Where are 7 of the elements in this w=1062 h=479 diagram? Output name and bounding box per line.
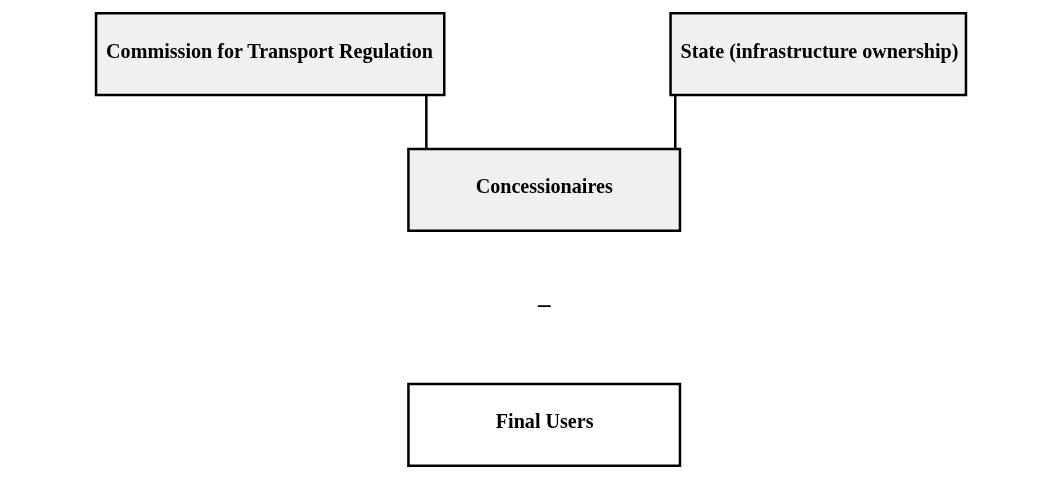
node-box: Final Users xyxy=(407,382,682,468)
connector xyxy=(674,95,677,149)
connector xyxy=(425,95,428,149)
node-box: Concessionaires xyxy=(407,147,682,232)
node-box: State (infrastructure ownership) xyxy=(669,11,968,97)
label: – xyxy=(537,290,551,318)
node-box: Commission for Transport Regulation xyxy=(94,11,446,97)
